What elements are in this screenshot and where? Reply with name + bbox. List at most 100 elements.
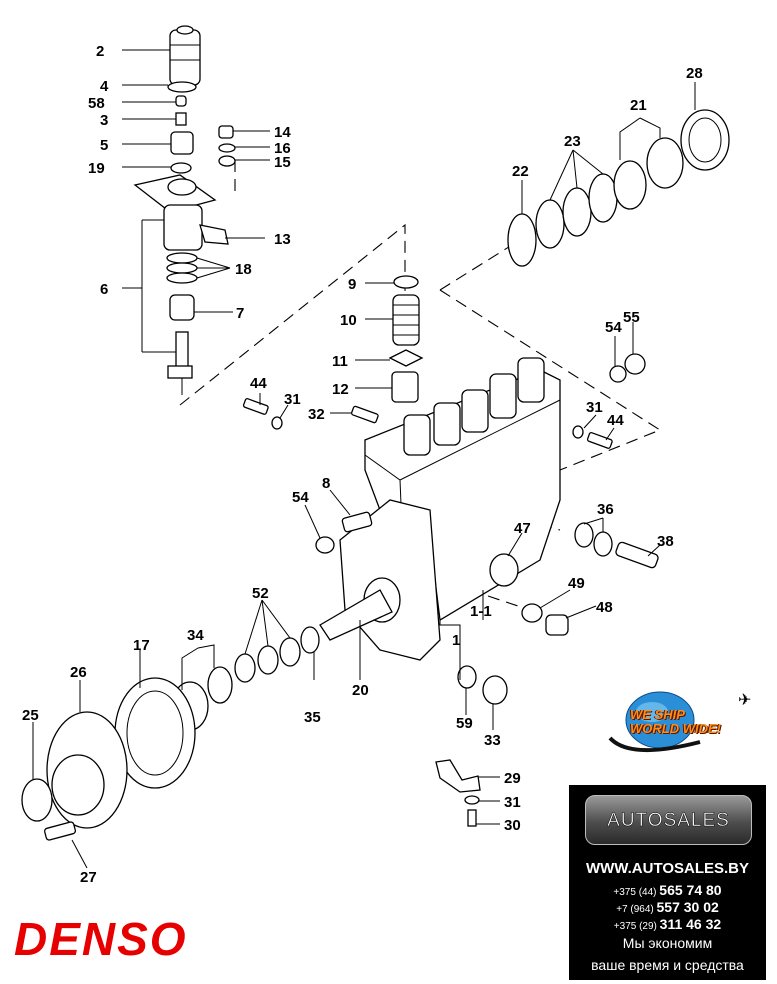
label-5: 5 [100,137,108,154]
label-14: 14 [274,124,291,141]
label-34: 34 [187,627,204,644]
valve-spring [175,112,187,126]
flange-bracket [133,174,217,213]
label-6: 6 [100,281,108,298]
phone-number: 557 30 02 [656,899,719,915]
plunger-barrel [163,204,203,251]
label-3: 3 [100,112,108,129]
label-27: 27 [80,869,97,886]
delivery-valve-holder [169,25,201,86]
ring-18b [166,262,198,274]
label-12: 12 [332,381,349,398]
control-sleeve [169,294,195,321]
ring-18a [166,252,198,264]
o-ring [167,81,197,93]
nut-48 [545,614,569,636]
label-29: 29 [504,770,521,787]
washer-35 [300,626,320,654]
label-49: 49 [568,575,585,592]
label-23: 23 [564,133,581,150]
advert-url-link[interactable]: WWW.AUTOSALES.BY [585,860,750,877]
shim-52c [279,637,301,667]
phone-line-2: +7 (964) 557 30 02 [569,899,766,915]
label-54-left: 54 [292,489,309,506]
label-13: 13 [274,231,291,248]
label-31-right: 31 [586,399,603,416]
label-18: 18 [235,261,252,278]
label-16: 16 [274,140,291,157]
label-1-1: 1-1 [470,603,492,620]
washer-31-right [572,425,584,439]
denso-logo: DENSO [14,913,188,965]
phone-number: 311 46 32 [659,916,722,932]
phone-prefix: +7 (964) [616,904,654,915]
bearing-cone-34 [207,666,233,704]
valve-stopper [175,95,187,107]
ring-18c [166,272,198,284]
globe-icon [608,691,701,752]
bolt-44-right [586,432,613,449]
washer-36b [593,531,613,557]
label-21: 21 [630,97,647,114]
badge-line-2: WORLD WIDE! [630,721,721,736]
badge-line-1: WE SHIP [630,707,685,722]
washer-31-bottom [464,795,480,805]
label-10: 10 [340,312,357,329]
autosales-logo: AUTOSALES [585,795,752,845]
shim-23a [535,199,565,249]
plunger [175,331,189,371]
washer-16 [218,143,236,153]
nut-14 [218,125,234,139]
slogan-line-1: Мы экономим [622,935,713,951]
label-9: 9 [348,276,356,293]
washer-59 [457,665,477,689]
pump-elements-row [403,357,545,456]
label-44-left: 44 [250,375,267,392]
spring-seat-11 [388,349,424,367]
shim-52b [257,645,279,675]
part-number-labels: 2 4 58 3 5 19 14 16 15 13 18 6 7 9 10 11… [22,43,703,886]
autosales-advert[interactable]: AUTOSALES WWW.AUTOSALES.BY +375 (44) 565… [569,785,766,980]
label-15: 15 [274,154,291,171]
control-sleeve-clip [199,224,229,245]
bolt-44-left [242,398,269,415]
label-55: 55 [623,309,640,326]
cover-17-inner [126,690,184,776]
shim-23c [588,173,618,223]
label-58: 58 [88,95,105,112]
bolt-27 [43,821,77,841]
washer-49 [521,603,543,623]
washer-31-left [271,416,283,430]
label-32: 32 [308,406,325,423]
shim-23b [562,187,592,237]
bolt-38 [615,541,659,569]
label-7: 7 [236,305,244,322]
plug-33 [482,675,508,705]
delivery-valve [170,131,194,155]
clamp-29 [435,759,481,793]
phone-prefix: +375 (44) [613,887,657,898]
seal-55 [624,353,646,375]
we-ship-worldwide-badge: WE SHIP WORLD WIDE! [630,708,721,736]
phone-line-1: +375 (44) 565 74 80 [569,882,766,898]
seal-25 [21,778,53,822]
label-2: 2 [96,43,104,60]
label-4: 4 [100,78,109,95]
airplane-icon: ✈ [738,692,752,709]
shim-22 [507,213,537,267]
label-25: 25 [22,707,39,724]
label-30: 30 [504,817,521,834]
autosales-logo-text: AUTOSALES [607,810,730,832]
label-36: 36 [597,501,614,518]
label-11: 11 [332,353,348,370]
key-8 [341,511,373,533]
bearing-cup-21 [646,137,684,189]
label-47: 47 [514,520,531,537]
phone-prefix: +375 (29) [613,921,657,932]
plate-47 [489,553,519,587]
label-59: 59 [456,715,473,732]
slogan-line-2: ваше время и средства [591,957,744,973]
label-28: 28 [686,65,703,82]
label-26: 26 [70,664,87,681]
